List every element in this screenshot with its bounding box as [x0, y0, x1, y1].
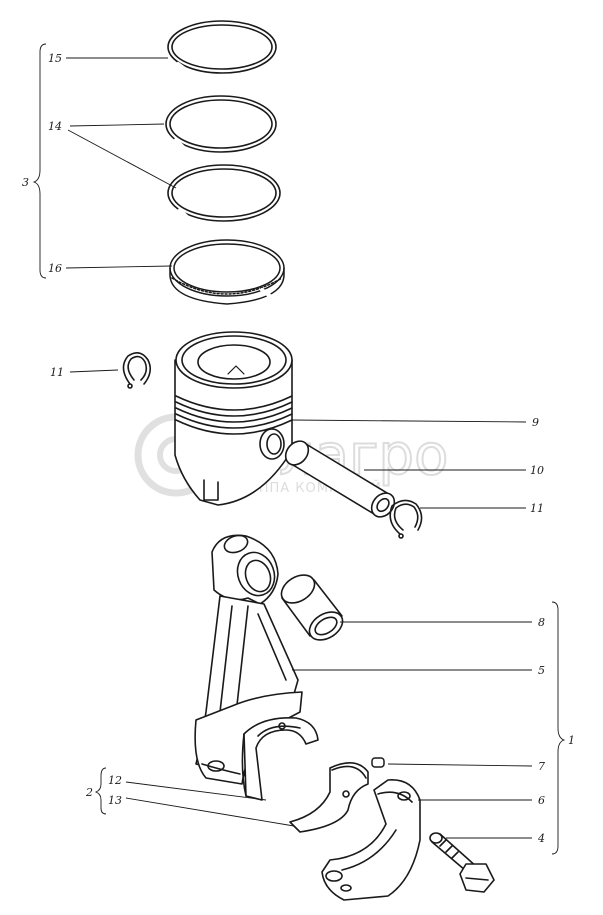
callout-16: 16 [48, 262, 62, 275]
rod-cap-6 [321, 779, 421, 901]
piston-ring-15 [167, 20, 277, 74]
leader-lines [65, 57, 533, 839]
leader-9 [291, 419, 527, 423]
callout-3: 3 [22, 176, 29, 189]
callout-6: 6 [538, 794, 545, 807]
callout-11-left: 11 [50, 366, 64, 379]
leader-7 [387, 763, 533, 767]
callout-9: 9 [532, 416, 539, 429]
brace-group-3 [32, 43, 47, 279]
callout-12: 12 [108, 774, 122, 787]
piston-ring-14-lower [167, 164, 281, 222]
dowel-pin-7 [371, 757, 385, 768]
piston-ring-14-upper [165, 95, 277, 153]
oil-ring-16 [169, 239, 285, 305]
leader-14-b [67, 129, 177, 189]
callout-1: 1 [568, 734, 575, 747]
bushing-8 [280, 574, 344, 641]
circlip-11-left [122, 352, 152, 389]
callout-7: 7 [538, 760, 545, 773]
bearing-shell-12 [241, 717, 319, 801]
piston-9 [174, 331, 293, 506]
bearing-shell-13 [289, 762, 369, 833]
leader-16 [65, 265, 173, 269]
leader-13 [125, 797, 295, 827]
brace-group-1 [551, 601, 566, 855]
brace-group-2 [94, 767, 107, 815]
callout-8: 8 [538, 616, 545, 629]
leader-11-left [69, 369, 119, 373]
circlip-11-right [389, 499, 423, 539]
bolt-4 [429, 832, 495, 893]
callout-2: 2 [85, 786, 93, 799]
leader-14-a [69, 123, 165, 127]
callout-14: 14 [48, 120, 62, 133]
callout-13: 13 [108, 794, 122, 807]
callout-15: 15 [48, 52, 62, 65]
callout-labels: 15 14 3 16 11 9 10 11 8 5 1 7 12 2 13 6 … [22, 52, 575, 845]
piston-pin-10 [284, 440, 396, 518]
callout-4: 4 [537, 832, 545, 845]
callout-11-right: 11 [530, 502, 544, 515]
leader-12 [125, 781, 267, 801]
callout-10: 10 [530, 464, 544, 477]
callout-5: 5 [538, 664, 545, 677]
